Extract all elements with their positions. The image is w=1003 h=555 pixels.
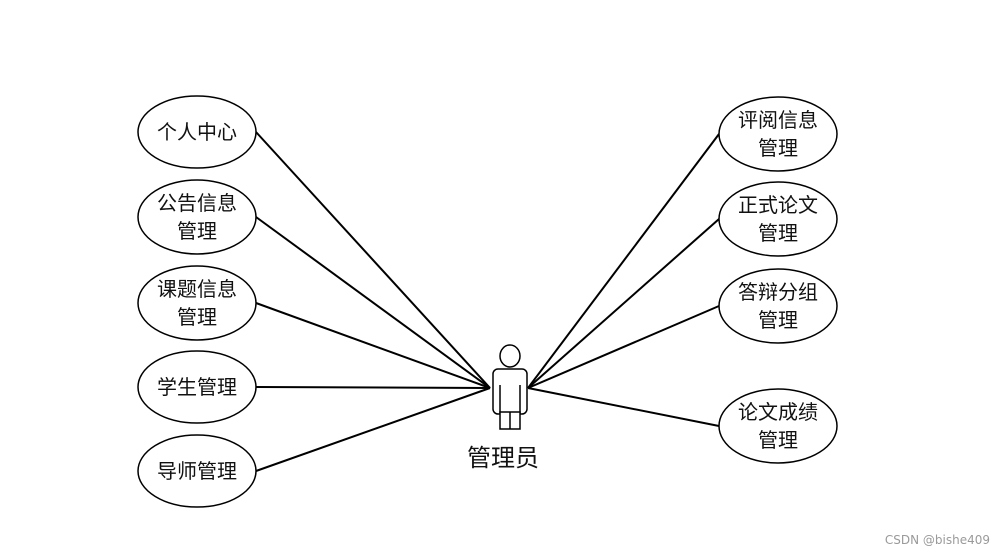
use-case-label: 个人中心 <box>157 120 237 144</box>
association-line-announcement-info-management <box>255 216 491 389</box>
use-case-label: 评阅信息 <box>738 108 818 132</box>
use-case-ellipse <box>137 350 257 424</box>
use-case-label: 论文成绩 <box>738 400 818 424</box>
use-case-ellipse <box>718 181 838 257</box>
association-line-topic-info-management <box>255 302 491 389</box>
use-case-ellipse <box>718 96 838 172</box>
use-case-ellipse <box>137 95 257 169</box>
stick-figure-actor-icon <box>492 344 528 430</box>
actor: 管理员 <box>467 344 539 472</box>
use-case-label: 课题信息 <box>157 277 237 301</box>
association-lines <box>255 131 720 472</box>
use-case-ellipse <box>137 434 257 508</box>
use-case-ellipse <box>137 265 257 341</box>
association-line-supervisor-management <box>255 387 491 472</box>
use-cases: 个人中心公告信息管理课题信息管理学生管理导师管理评阅信息管理正式论文管理答辩分组… <box>137 95 838 508</box>
use-case-label: 答辩分组 <box>738 280 818 304</box>
use-case-label: 学生管理 <box>157 375 237 399</box>
use-case-label: 管理 <box>758 428 798 452</box>
actor-label: 管理员 <box>467 444 539 472</box>
use-case-label: 管理 <box>177 305 217 329</box>
use-case-student-management: 学生管理 <box>137 350 257 424</box>
use-case-label: 导师管理 <box>157 459 237 483</box>
association-line-formal-thesis-management <box>527 218 720 389</box>
association-line-personal-center <box>255 131 491 389</box>
watermark: CSDN @bishe409 <box>885 533 990 547</box>
use-case-supervisor-management: 导师管理 <box>137 434 257 508</box>
association-line-thesis-grade-management <box>527 387 720 427</box>
use-case-label: 正式论文 <box>738 193 818 217</box>
use-case-label: 管理 <box>758 221 798 245</box>
use-case-ellipse <box>137 179 257 255</box>
use-case-label: 公告信息 <box>157 191 237 215</box>
use-case-label: 管理 <box>758 136 798 160</box>
association-line-student-management <box>255 386 491 389</box>
use-case-ellipse <box>718 388 838 464</box>
use-case-label: 管理 <box>177 219 217 243</box>
use-case-personal-center: 个人中心 <box>137 95 257 169</box>
use-case-label: 管理 <box>758 308 798 332</box>
association-line-defense-group-management <box>527 305 720 389</box>
use-case-ellipse <box>718 268 838 344</box>
association-line-review-info-management <box>527 133 720 389</box>
